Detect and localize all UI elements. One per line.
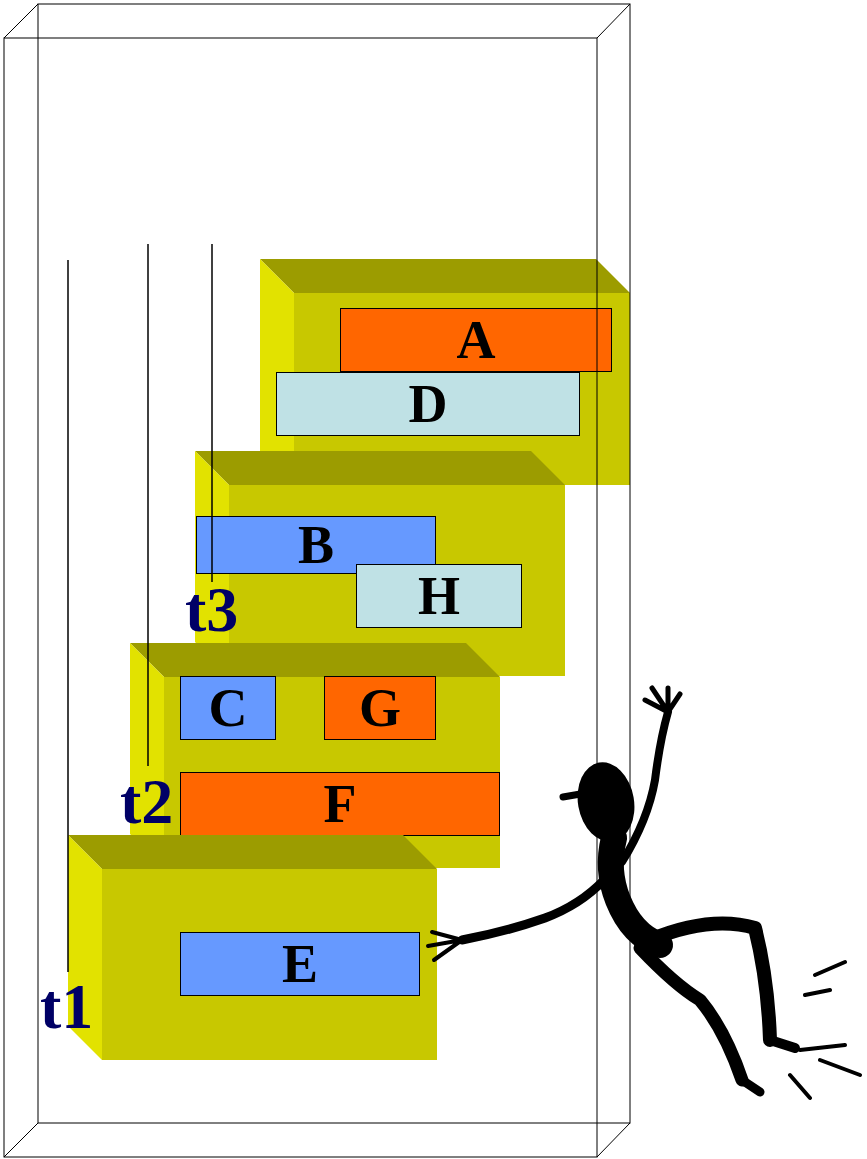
slab-top (260, 259, 630, 293)
state-letter: F (324, 777, 357, 831)
slab-top (68, 835, 437, 869)
figure-foot (770, 1040, 795, 1048)
state-letter: C (209, 681, 248, 735)
figure-head (571, 758, 640, 847)
case-edge (597, 4, 630, 38)
state-letter: B (298, 518, 334, 572)
slab-top (130, 643, 500, 677)
state-bar: C (180, 676, 276, 740)
figure-hand (645, 688, 680, 712)
time-label: t3 (185, 578, 238, 642)
figure-hand (428, 932, 462, 960)
time-label: t2 (120, 770, 173, 834)
case-edge (4, 4, 38, 38)
state-bar: G (324, 676, 436, 740)
state-letter: G (359, 681, 401, 735)
time-lines (68, 244, 212, 972)
figure-body (611, 838, 660, 945)
motion-lines (790, 962, 860, 1098)
time-slab: t1E (68, 835, 437, 1060)
slab-front (102, 869, 437, 1060)
time-line (67, 260, 69, 972)
time-label: t1 (40, 975, 93, 1039)
state-letter: A (457, 313, 496, 367)
time-slab: t2CGF (130, 643, 500, 868)
slab-top (195, 451, 565, 485)
case-edge (597, 1123, 630, 1157)
figure-foot (742, 1080, 760, 1092)
slab-side (130, 643, 164, 868)
figure-leg (640, 948, 742, 1080)
state-letter: D (409, 377, 448, 431)
state-letter: E (282, 937, 318, 991)
figure-arm (462, 880, 604, 940)
time-line (147, 244, 149, 766)
case-front (4, 38, 597, 1157)
state-bar: E (180, 932, 420, 996)
figure-cap (563, 792, 592, 797)
state-letter: H (418, 569, 460, 623)
state-bar: D (276, 372, 580, 436)
state-bar: A (340, 308, 612, 372)
glass-case (4, 4, 630, 1157)
state-bar: F (180, 772, 500, 836)
time-slab: t3BH (195, 451, 565, 676)
figure-leg (650, 924, 770, 1040)
case-edge (4, 1123, 38, 1157)
figure-arm (622, 712, 668, 862)
case-back (38, 4, 630, 1123)
state-bar: H (356, 564, 522, 628)
stick-figure (428, 688, 860, 1098)
time-line (211, 244, 213, 582)
